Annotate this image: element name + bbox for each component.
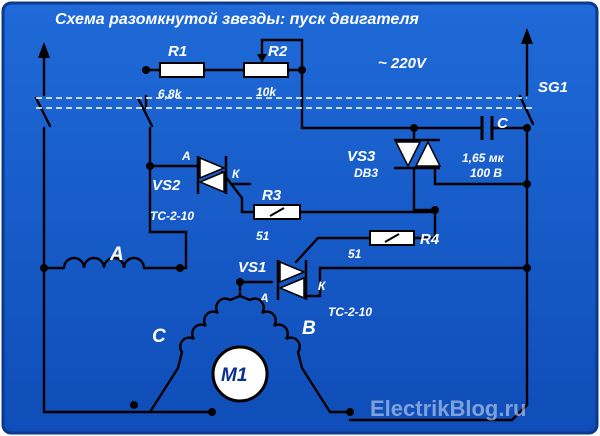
c-value-1: 1,65 мк (462, 151, 505, 165)
vs1-cathode-label: К (318, 279, 327, 293)
r3-label: R3 (262, 187, 282, 204)
junction-dots (40, 66, 531, 416)
watermark: ElectrikBlog.ru (370, 396, 526, 421)
winding-a-label: A (109, 244, 124, 265)
r3-value: 51 (256, 229, 270, 243)
r4-value: 51 (348, 247, 362, 261)
c-value-2: 100 В (470, 166, 502, 180)
resistor-r1 (159, 62, 205, 78)
dinistor-vs3 (394, 138, 442, 170)
r1-label: R1 (168, 43, 187, 60)
vs2-type: ТС-2-10 (150, 209, 194, 223)
r4-label: R4 (420, 231, 440, 248)
switch-sg1-coupling (36, 97, 533, 109)
supply-voltage-label: ~ 220V (378, 55, 428, 72)
supply-arrow-right (521, 28, 533, 44)
resistor-r2 (243, 54, 289, 78)
vs2-cathode-label: К (232, 167, 241, 181)
r1-value: 6,8k (158, 87, 183, 101)
r2-label: R2 (268, 43, 288, 60)
capacitor-c (480, 116, 494, 140)
vs3-type: DB3 (354, 166, 378, 180)
r2-value: 10k (256, 85, 277, 99)
triac-vs2 (196, 156, 228, 194)
vs2-label: VS2 (152, 177, 181, 194)
supply-arrow-left (38, 42, 50, 58)
triac-vs1 (276, 260, 308, 300)
vs1-type: ТС-2-10 (328, 305, 372, 319)
sg1-label: SG1 (538, 79, 568, 96)
vs1-anode-label: A (259, 291, 269, 305)
vs2-anode-label: A (181, 149, 191, 163)
resistor-r4 (369, 230, 415, 246)
motor-windings (176, 294, 304, 369)
motor-m1 (211, 345, 269, 403)
vs1-label: VS1 (238, 259, 266, 276)
motor-label: M1 (221, 365, 247, 386)
diagram-title: Схема разомкнутой звезды: пуск двигателя (55, 11, 419, 28)
vs3-label: VS3 (347, 148, 376, 165)
winding-c-label: C (152, 326, 166, 347)
winding-b-label: B (302, 318, 316, 339)
wires (34, 38, 535, 422)
resistor-r3 (253, 204, 301, 220)
winding-a (62, 256, 180, 270)
c-label: C (497, 115, 509, 132)
